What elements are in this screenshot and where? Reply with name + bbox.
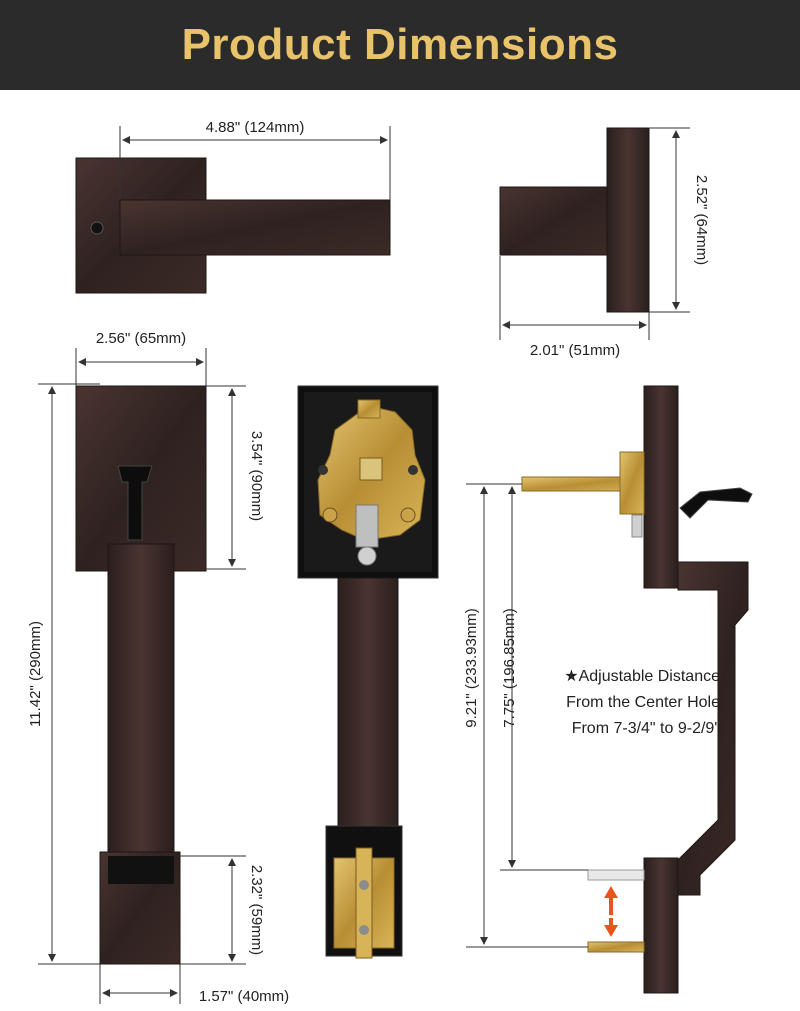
dim-lever-length: 4.88" (124mm) [119,119,391,200]
bottom-base-height-label: 2.32" (59mm) [248,865,265,955]
top-plate-height-label: 3.54" (90mm) [248,431,265,521]
arrow-up-icon [604,886,618,915]
handleset-side-view [521,385,753,994]
header-banner: Product Dimensions [0,0,800,90]
note-line-1: ★Adjustable Distance [564,668,720,685]
dim-overall-height: 11.42" (290mm) [27,383,100,965]
note-line-3: From 7-3/4" to 9-2/9" [571,720,720,737]
dim-lever-height: 2.52" (64mm) [649,127,710,313]
overall-height-label: 11.42" (290mm) [27,621,44,727]
thumb-latch-icon [117,465,153,541]
handleset-front-view [75,385,207,965]
lever-side-view [499,127,650,313]
adjustable-distance-note: ★Adjustable Distance From the Center Hol… [530,664,720,742]
dim-top-plate-height: 3.54" (90mm) [206,385,265,570]
min-distance-label: 7.75" (196.85mm) [501,608,518,728]
note-line-2: From the Center Hole [566,694,720,711]
dim-plate-width: 2.56" (65mm) [75,330,207,386]
lever-height-label: 2.52" (64mm) [693,175,710,265]
bottom-base-width-label: 1.57" (40mm) [199,988,289,1005]
plate-width-label: 2.56" (65mm) [96,330,186,347]
dim-bottom-base-width: 1.57" (40mm) [99,964,289,1005]
dim-lever-projection: 2.01" (51mm) [499,256,650,359]
handleset-back-view [297,385,439,959]
lever-front-view [75,157,391,294]
thumb-piece-icon [679,487,753,519]
set-screw-icon [90,221,104,235]
arrow-down-icon [604,918,618,937]
max-distance-label: 9.21" (233.93mm) [463,608,480,728]
lever-projection-label: 2.01" (51mm) [530,342,620,359]
star-icon: ★ [564,668,579,685]
dim-min-distance: 7.75" (196.85mm) [500,483,588,871]
lever-length-label: 4.88" (124mm) [206,119,305,136]
dim-max-distance: 9.21" (233.93mm) [463,483,588,948]
dim-bottom-base-height: 2.32" (59mm) [180,855,265,965]
page-title: Product Dimensions [181,20,619,69]
